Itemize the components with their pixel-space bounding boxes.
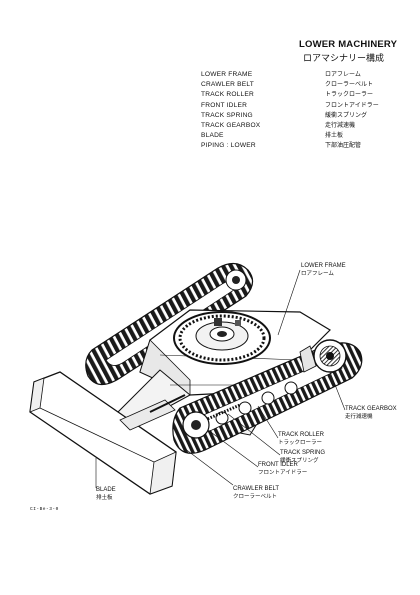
callout-track-gearbox-en: TRACK GEARBOX bbox=[345, 406, 397, 412]
parts-list-item: TRACK GEARBOX 走行減速機 bbox=[201, 121, 401, 131]
track-spring bbox=[204, 403, 241, 422]
callout-track-roller-en: TRACK ROLLER bbox=[278, 432, 325, 438]
page-title: LOWER MACHINERY bbox=[299, 39, 398, 50]
parts-list-item: TRACK SPRING 緩衝スプリング bbox=[201, 111, 401, 121]
part-name-en: TRACK ROLLER bbox=[201, 91, 254, 99]
parts-list: LOWER FRAME ロアフレーム CRAWLER BELT クローラーベルト T… bbox=[201, 70, 401, 152]
callout-front-idler-ja: フロントアイドラー bbox=[258, 470, 308, 476]
parts-list-item: FRONT IDLER フロントアイドラー bbox=[201, 101, 401, 111]
parts-list-item: PIPING : LOWER 下部油圧配管 bbox=[201, 141, 401, 151]
front-idler bbox=[182, 411, 210, 439]
part-name-ja: 下部油圧配管 bbox=[325, 142, 362, 150]
part-name-ja: 走行減速機 bbox=[325, 121, 356, 129]
part-name-ja: クローラーベルト bbox=[325, 81, 374, 89]
track-gearbox bbox=[299, 339, 347, 373]
callout-blade-en: BLADE bbox=[96, 487, 116, 493]
callout-lower-frame-ja: ロアフレーム bbox=[301, 271, 334, 277]
blade bbox=[29, 371, 186, 495]
callout-track-gearbox: TRACK GEARBOX 走行減速機 bbox=[345, 405, 397, 421]
callout-track-roller-ja: トラックローラー bbox=[278, 440, 323, 446]
crawler-belt-right bbox=[172, 339, 363, 454]
callout-front-idler-en: FRONT IDLER bbox=[258, 462, 298, 468]
swing-bearing bbox=[173, 311, 271, 365]
callout-blade-ja: 排土板 bbox=[96, 495, 113, 501]
callout-track-spring-en: TRACK SPRING bbox=[280, 450, 326, 456]
callout-track-spring-ja: 緩衝スプリング bbox=[280, 458, 319, 464]
part-name-ja: 緩衝スプリング bbox=[325, 111, 368, 119]
callout-blade: BLADE 排土板 bbox=[96, 486, 116, 502]
part-name-ja: ロアフレーム bbox=[325, 71, 361, 78]
part-name-en: TRACK SPRING bbox=[201, 111, 253, 119]
figure-code: CI-Be-3-0 bbox=[30, 507, 59, 512]
part-name-en: BLADE bbox=[201, 132, 224, 140]
callout-crawler-belt: CRAWLER BELT クローラーベルト bbox=[233, 485, 279, 501]
callout-crawler-belt-ja: クローラーベルト bbox=[233, 494, 278, 500]
parts-list-item: CRAWLER BELT クローラーベルト bbox=[201, 80, 401, 90]
callout-lower-frame-en: LOWER FRAME bbox=[301, 263, 346, 269]
track-roller bbox=[215, 381, 298, 425]
part-name-en: CRAWLER BELT bbox=[201, 81, 254, 89]
part-name-ja: フロントアイドラー bbox=[325, 101, 379, 109]
callout-lower-frame: LOWER FRAME ロアフレーム bbox=[301, 262, 346, 278]
part-name-en: FRONT IDLER bbox=[201, 101, 248, 109]
part-name-en: TRACK GEARBOX bbox=[201, 121, 261, 129]
callout-crawler-belt-en: CRAWLER BELT bbox=[233, 486, 280, 492]
callout-track-spring: TRACK SPRING 緩衝スプリング bbox=[280, 449, 325, 465]
parts-list-item: TRACK ROLLER トラックローラー bbox=[201, 90, 401, 100]
parts-list-item: LOWER FRAME ロアフレーム bbox=[201, 70, 401, 80]
part-name-en: PIPING : LOWER bbox=[201, 142, 256, 150]
callout-track-gearbox-ja: 走行減速機 bbox=[345, 414, 373, 420]
part-name-ja: トラックローラー bbox=[325, 91, 374, 99]
parts-list-item: BLADE 排土板 bbox=[201, 131, 401, 141]
part-name-en: LOWER FRAME bbox=[201, 71, 253, 78]
page-subtitle: ロアマシナリー構成 bbox=[303, 54, 385, 64]
leader-lines bbox=[95, 269, 346, 488]
part-name-ja: 排土板 bbox=[325, 132, 344, 140]
callout-track-roller: TRACK ROLLER トラックローラー bbox=[278, 431, 324, 447]
callout-front-idler: FRONT IDLER フロントアイドラー bbox=[258, 461, 307, 477]
